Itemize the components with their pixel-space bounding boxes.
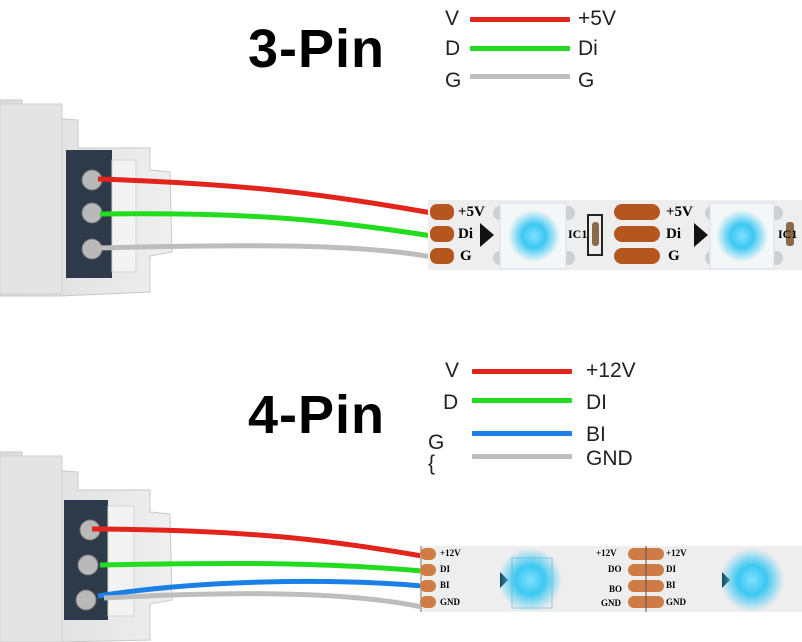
strip-label: Di [458, 226, 473, 242]
legend-right-label: DI [586, 391, 607, 414]
legend-left-label: V [445, 359, 460, 382]
strip-label: DO [608, 564, 622, 574]
strip-label: +5V [666, 204, 693, 220]
legend-left-label: G { [428, 431, 445, 475]
led-strip-3pin [428, 200, 802, 270]
strip-label: G [460, 248, 472, 264]
solder-pad [420, 548, 436, 560]
legend-right-label: GND [586, 447, 633, 470]
legend-line-backup [472, 431, 572, 436]
strip-label: DI [666, 564, 677, 574]
legend-line-ground [470, 74, 570, 79]
legend-right-label: G [578, 69, 595, 92]
ic-label: IC1 [778, 227, 798, 241]
solder-pad [430, 248, 454, 264]
legend-line-data [472, 398, 572, 403]
strip-label: DI [440, 564, 451, 574]
strip-label: +12V [596, 548, 617, 558]
legend-left-label: G [445, 69, 462, 92]
wire-vcc-3pin [97, 176, 433, 216]
legend-right-label: Di [578, 37, 598, 60]
wire-data-3pin [99, 211, 433, 239]
solder-pad [420, 564, 436, 576]
led-strip-4pin [420, 546, 802, 612]
direction-arrow-icon [480, 223, 494, 247]
solder-pad [420, 596, 436, 608]
strip-label: BI [440, 580, 450, 590]
heading-3pin: 3-Pin [248, 19, 386, 79]
legend-line-data [470, 46, 570, 51]
strip-label: GND [601, 598, 621, 608]
solder-pad [614, 226, 660, 242]
legend-left-label: D [443, 391, 459, 414]
wire-ground-3pin [97, 243, 433, 260]
controller-4pin [0, 451, 173, 642]
heading-4pin: 4-Pin [248, 385, 386, 445]
wire-data-4pin [99, 560, 423, 574]
screw-terminal [75, 589, 97, 611]
legend-right-label: +5V [578, 7, 616, 30]
strip-label: GND [440, 597, 460, 607]
legend-line-vcc [470, 17, 570, 22]
legend-line-ground [472, 454, 572, 459]
led-chip [716, 210, 768, 262]
ic-label: IC1 [568, 227, 588, 241]
direction-arrow-icon [694, 223, 708, 247]
wire-backup-4pin [97, 578, 423, 599]
wire-ground-4pin [103, 591, 423, 610]
solder-pad [614, 204, 660, 220]
strip-label: +12V [666, 548, 687, 558]
strip-label: BO [609, 584, 623, 594]
legend-left-label: D [445, 37, 461, 60]
solder-pad [614, 248, 660, 264]
legend-right-label: +12V [586, 359, 636, 382]
strip-label: Di [666, 226, 681, 242]
controller-3pin [0, 99, 173, 297]
wire-vcc-4pin [91, 526, 423, 559]
screw-terminal [77, 554, 99, 576]
strip-label: GND [666, 597, 686, 607]
legend-left-label: V [445, 7, 460, 30]
strip-label: BI [666, 580, 676, 590]
strip-label: +12V [440, 548, 461, 558]
solder-pad [420, 580, 436, 592]
screw-terminal [81, 202, 103, 224]
legend-right-label: BI [586, 423, 606, 446]
solder-pad [430, 226, 454, 242]
strip-label: +5V [458, 204, 485, 220]
solder-pad [430, 204, 454, 220]
led-chip [498, 548, 562, 612]
strip-label: G [668, 248, 680, 264]
legend-line-vcc [472, 369, 572, 374]
led-chip [720, 548, 784, 612]
led-chip [508, 210, 560, 262]
